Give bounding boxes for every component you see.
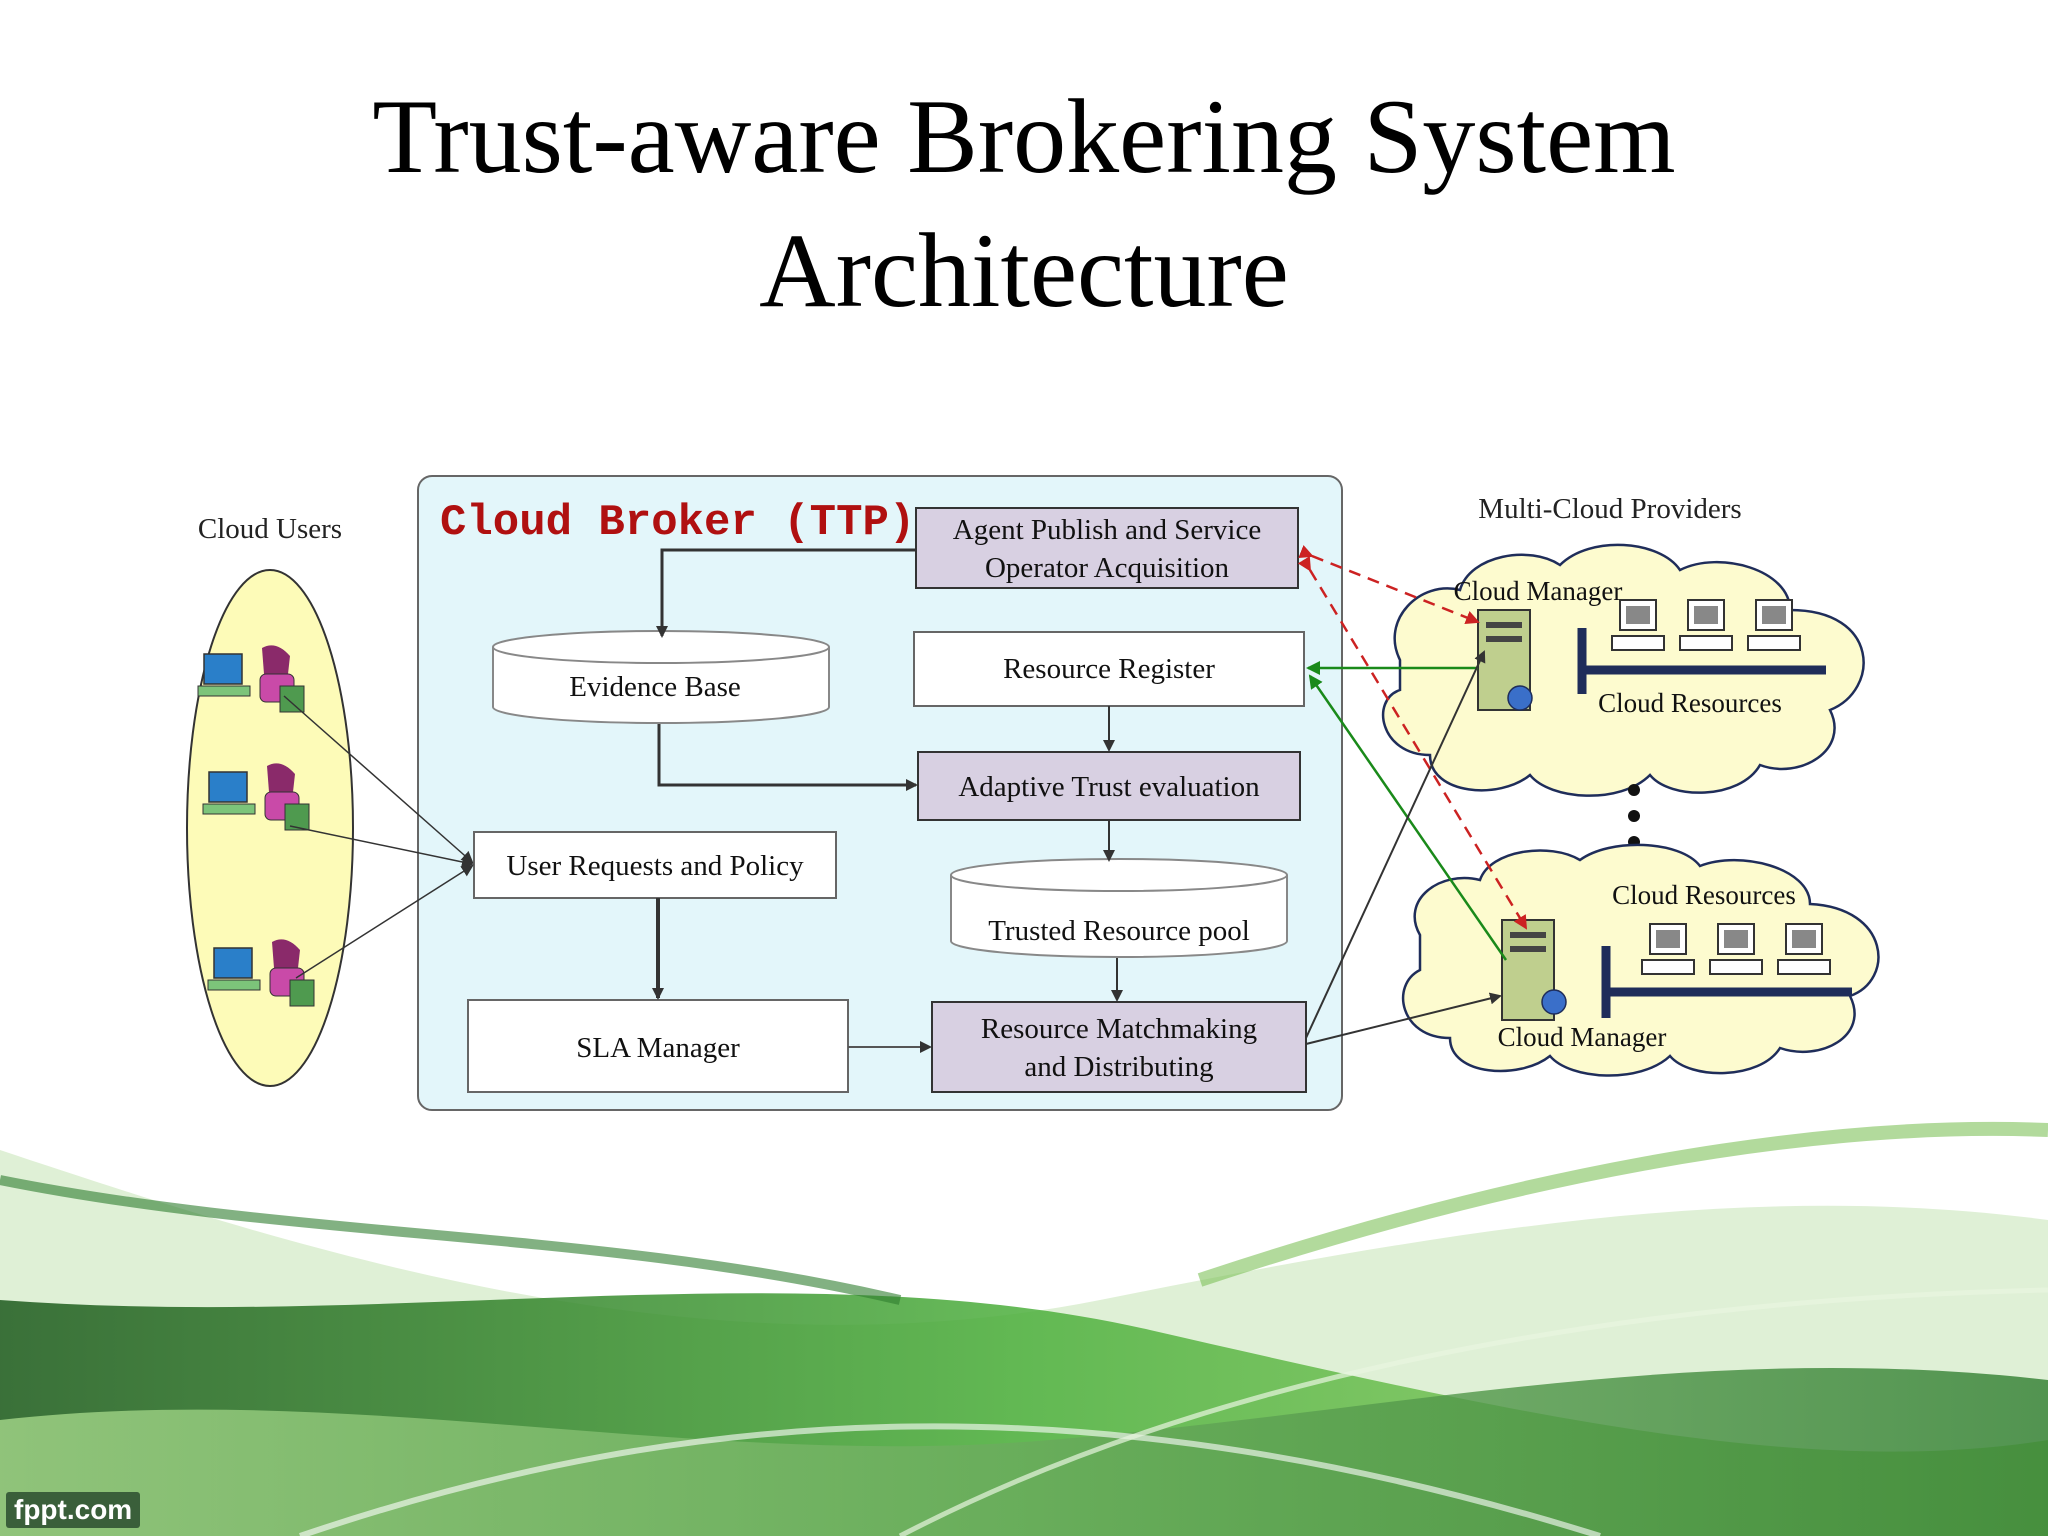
matchmaking-line1: Resource Matchmaking [981, 1013, 1257, 1045]
user-requests-label: User Requests and Policy [506, 850, 804, 882]
cloud-provider-2: Cloud Resources [1402, 843, 1880, 1077]
arrow-matchmaking-to-cloud2 [1305, 992, 1502, 1045]
user-icon [202, 763, 310, 831]
server-icon [1501, 919, 1567, 1021]
arrow-user2-to-requests [289, 825, 474, 868]
agent-publish-line1: Agent Publish and Service [953, 514, 1261, 546]
matchmaking-box [931, 1001, 1307, 1093]
adaptive-trust-label: Adaptive Trust evaluation [958, 771, 1260, 803]
cloud2-resources-label: Cloud Resources [1612, 880, 1796, 910]
arrow-agent-cloud2 [1297, 556, 1528, 930]
server-icon [1477, 609, 1533, 711]
user-icon [207, 939, 315, 1007]
user-icon [197, 645, 305, 713]
slide-title-line2: Architecture [759, 212, 1289, 329]
computer-icon [1709, 923, 1763, 975]
trusted-pool-cylinder: Trusted Resource pool [950, 858, 1288, 958]
arrow-evidence-to-trust [657, 724, 918, 791]
computer-icon [1679, 599, 1733, 651]
user-requests-box [473, 831, 837, 899]
cloud-provider-1: Cloud Manager [1382, 543, 1865, 797]
sla-manager-box [467, 999, 849, 1093]
cloud1-manager-label: Cloud Manager [1454, 576, 1623, 606]
cloud-users-group: Cloud Users [186, 513, 354, 1087]
arrow-matchmaking-to-cloud1 [1305, 650, 1486, 1039]
arrow-user3-to-requests [295, 864, 474, 979]
cloud-users-label: Cloud Users [198, 513, 342, 545]
agent-publish-line2: Operator Acquisition [985, 552, 1230, 584]
resource-register-box [913, 631, 1305, 707]
trusted-pool-label: Trusted Resource pool [988, 915, 1250, 947]
matchmaking-line2: and Distributing [1024, 1051, 1213, 1083]
footer-brand: fppt.com [6, 1492, 141, 1528]
computer-icon [1641, 923, 1695, 975]
cloud1-resources-label: Cloud Resources [1598, 688, 1782, 718]
arrow-user1-to-requests [283, 695, 474, 864]
cloud-broker-title: Cloud Broker (TTP) [440, 498, 915, 548]
adaptive-trust-box [917, 751, 1301, 821]
sla-manager-label: SLA Manager [576, 1032, 740, 1064]
multi-cloud-label: Multi-Cloud Providers [1478, 493, 1741, 525]
computer-icon [1747, 599, 1801, 651]
resource-register-label: Resource Register [1003, 653, 1215, 685]
more-clouds-dots [1628, 784, 1640, 848]
computer-icon [1777, 923, 1831, 975]
arrow-agent-to-evidence [656, 548, 916, 638]
evidence-base-label: Evidence Base [569, 671, 741, 703]
evidence-base-cylinder: Evidence Base [492, 630, 830, 724]
slide-title-line1: Trust-aware Brokering System [372, 78, 1676, 195]
agent-publish-box [915, 507, 1299, 589]
computer-icon [1611, 599, 1665, 651]
cloud2-manager-label: Cloud Manager [1498, 1022, 1667, 1052]
